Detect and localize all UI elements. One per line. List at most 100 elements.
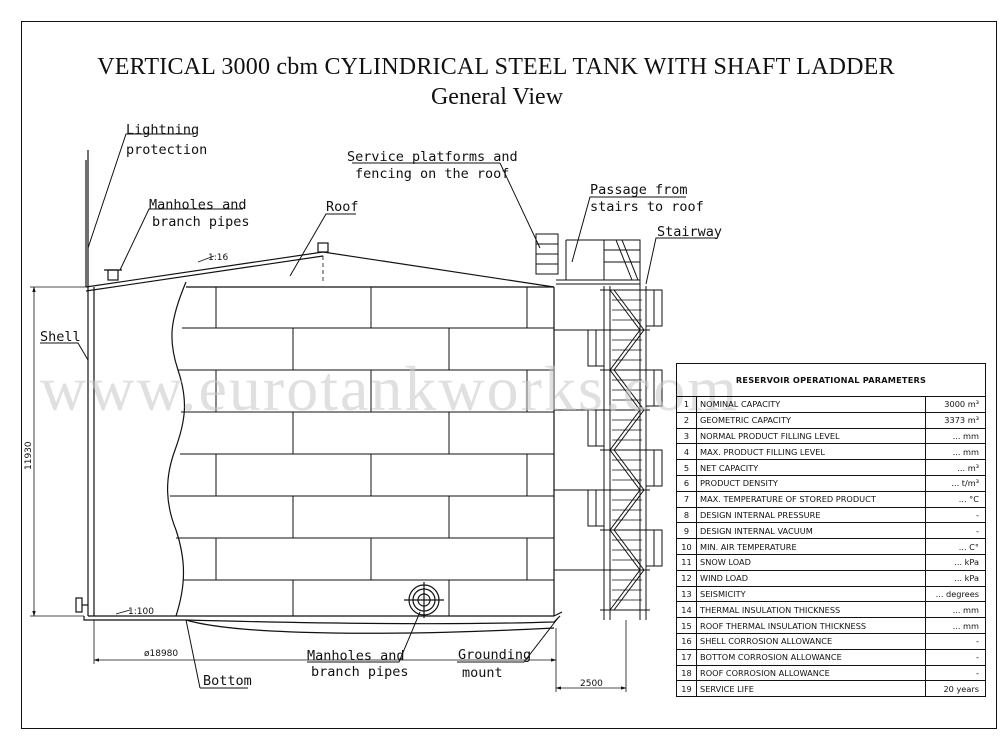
row-parameter: SHELL CORROSION ALLOWANCE	[696, 632, 926, 650]
height-dim: 11930	[24, 441, 34, 470]
lightning-rod	[85, 150, 89, 287]
row-number: 13	[676, 585, 697, 603]
row-parameter: DESIGN INTERNAL PRESSURE	[696, 506, 926, 524]
row-number: 15	[676, 617, 697, 634]
label-stairway: Stairway	[657, 224, 722, 240]
row-parameter: PRODUCT DENSITY	[696, 474, 926, 492]
row-parameter: WIND LOAD	[696, 569, 926, 587]
stair-offset-dim: 2500	[580, 679, 603, 689]
label-manholes-top-1: Manholes and	[149, 197, 247, 213]
watermark: www.eurotankworks.com	[40, 353, 739, 424]
label-service-1: Service platforms and	[347, 149, 518, 165]
label-grounding-2: mount	[462, 665, 503, 681]
row-value: ... t/m³	[925, 474, 986, 492]
row-value: 3373 m³	[925, 411, 986, 429]
parameters-table-header: RESERVOIR OPERATIONAL PARAMETERS	[676, 363, 986, 397]
row-number: 19	[676, 680, 697, 698]
row-number: 10	[676, 538, 697, 555]
row-parameter: ROOF THERMAL INSULATION THICKNESS	[696, 617, 926, 634]
tank-bottom	[75, 597, 563, 634]
row-value: 3000 m³	[925, 396, 986, 413]
row-value: ... C°	[925, 538, 986, 555]
row-parameter: SNOW LOAD	[696, 553, 926, 571]
bottom-slope-dim: 1:100	[128, 607, 154, 617]
shell-plates	[170, 287, 554, 616]
row-value: ... °C	[925, 490, 986, 508]
row-parameter: NET CAPACITY	[696, 459, 926, 476]
drawing-frame	[21, 21, 997, 729]
label-roof: Roof	[326, 199, 359, 215]
row-value: ... mm	[925, 427, 986, 445]
drawing-subtitle: General View	[430, 84, 564, 110]
row-value: ... mm	[925, 443, 986, 461]
label-bottom: Bottom	[203, 673, 252, 689]
row-parameter: GEOMETRIC CAPACITY	[696, 411, 926, 429]
row-number: 4	[676, 443, 697, 461]
label-lightning-2: protection	[126, 142, 207, 158]
label-passage-2: stairs to roof	[590, 199, 704, 215]
label-grounding-1: Grounding	[458, 647, 531, 663]
tank-shell	[87, 281, 555, 617]
row-value: -	[925, 506, 986, 524]
stair-tower	[554, 286, 663, 620]
row-number: 7	[676, 490, 697, 508]
roof-slope-dim: 1:16	[208, 253, 228, 263]
row-value: -	[925, 522, 986, 540]
label-shell: Shell	[40, 329, 81, 345]
label-lightning-1: Lightning	[126, 122, 199, 138]
row-number: 1	[676, 396, 697, 413]
row-value: ... kPa	[925, 553, 986, 571]
row-parameter: MAX. PRODUCT FILLING LEVEL	[696, 443, 926, 461]
row-number: 11	[676, 553, 697, 571]
row-number: 3	[676, 427, 697, 445]
label-service-2: fencing on the roof	[355, 166, 509, 182]
row-number: 14	[676, 601, 697, 619]
row-number: 2	[676, 411, 697, 429]
leader-lines	[40, 133, 716, 689]
row-parameter: MIN. AIR TEMPERATURE	[696, 538, 926, 555]
row-value: 20 years	[925, 680, 986, 698]
diameter-dim: ø18980	[144, 649, 178, 659]
row-parameter: MAX. TEMPERATURE OF STORED PRODUCT	[696, 490, 926, 508]
tank-roof	[85, 242, 555, 292]
row-parameter: BOTTOM CORROSION ALLOWANCE	[696, 648, 926, 666]
dimension-lines	[30, 255, 627, 692]
table-row: 17 BOTTOM CORROSION ALLOWANCE-	[676, 648, 986, 666]
row-parameter: NOMINAL CAPACITY	[696, 396, 926, 413]
label-manholes-top-2: branch pipes	[152, 214, 250, 230]
shell-manhole	[404, 582, 444, 618]
label-manholes-bottom-1: Manholes and	[307, 648, 405, 664]
row-number: 16	[676, 632, 697, 650]
row-parameter: THERMAL INSULATION THICKNESS	[696, 601, 926, 619]
row-value: ... kPa	[925, 569, 986, 587]
table-row: 9 DESIGN INTERNAL VACUUM-	[676, 522, 986, 540]
label-manholes-bottom-2: branch pipes	[311, 664, 409, 680]
row-parameter: NORMAL PRODUCT FILLING LEVEL	[696, 427, 926, 445]
row-number: 9	[676, 522, 697, 540]
row-parameter: ROOF CORROSION ALLOWANCE	[696, 664, 926, 682]
row-parameter: DESIGN INTERNAL VACUUM	[696, 522, 926, 540]
row-number: 8	[676, 506, 697, 524]
row-value: ... mm	[925, 617, 986, 634]
row-number: 18	[676, 664, 697, 682]
drawing-title: VERTICAL 3000 cbm CYLINDRICAL STEEL TANK…	[97, 54, 895, 80]
row-value: ... m³	[925, 459, 986, 476]
